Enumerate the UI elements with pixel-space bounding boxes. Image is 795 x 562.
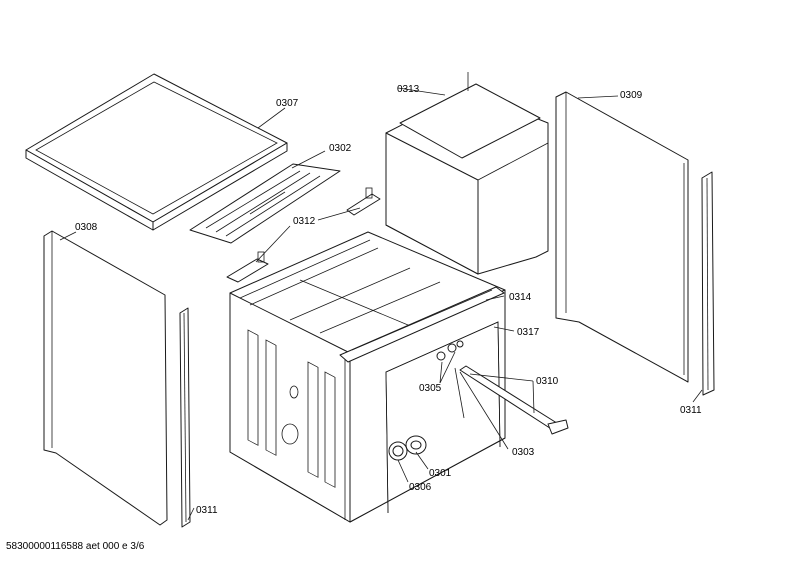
- label-0309: 0309: [620, 90, 643, 101]
- dosing-fittings: [436, 340, 464, 361]
- label-0308: 0308: [75, 222, 98, 233]
- mounting-bracket-lower: [226, 251, 269, 283]
- label-0305: 0305: [419, 383, 442, 394]
- label-0311-right: 0311: [680, 405, 702, 416]
- dishwasher-tub: [229, 231, 506, 523]
- label-0301: 0301: [429, 468, 452, 479]
- label-0302: 0302: [329, 143, 352, 154]
- label-0310: 0310: [536, 376, 559, 387]
- label-0306: 0306: [409, 482, 432, 493]
- document-reference: 58300000116588 aet 000 e 3/6: [6, 541, 145, 552]
- label-0313: 0313: [397, 84, 420, 95]
- insulation-box: [385, 72, 549, 275]
- left-trim-strip: [179, 307, 191, 528]
- leader-lines: [59, 87, 703, 521]
- guide-rod: [454, 367, 465, 419]
- right-side-panel: [555, 91, 689, 383]
- right-trim-strip: [701, 171, 715, 396]
- screw-cap: [405, 435, 427, 455]
- spray-rail: [459, 365, 569, 435]
- label-0307: 0307: [276, 98, 299, 109]
- front-frame-strip: [339, 286, 505, 363]
- label-0317: 0317: [517, 327, 540, 338]
- label-0314: 0314: [509, 292, 532, 303]
- insulation-mat: [189, 163, 341, 244]
- seal-ring: [388, 441, 408, 461]
- label-0312: 0312: [293, 216, 316, 227]
- door-seal: [385, 321, 501, 514]
- mounting-bracket-upper: [346, 187, 381, 216]
- left-side-panel: [43, 230, 168, 526]
- label-0303: 0303: [512, 447, 535, 458]
- label-0311-bottom: 0311: [196, 505, 218, 516]
- top-cover-plate: [25, 73, 288, 231]
